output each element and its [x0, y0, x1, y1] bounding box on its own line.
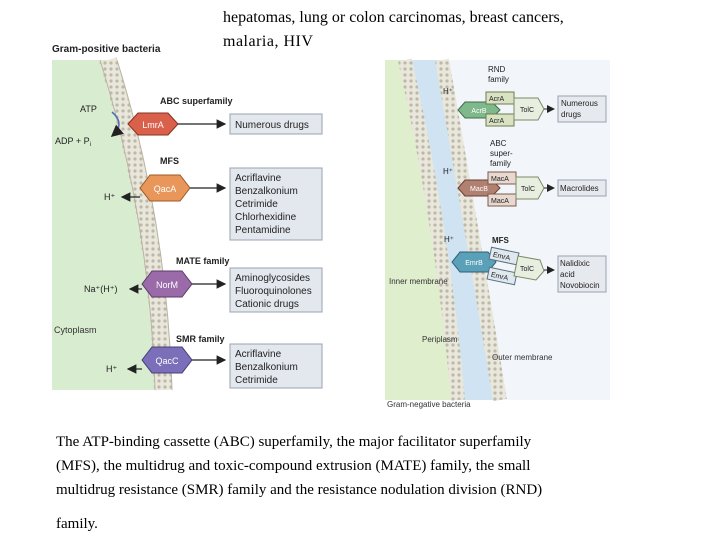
mate-substrate-box — [229, 267, 323, 313]
gn-abc-substrate-1: Macrolides — [560, 184, 599, 193]
mate-substrate-2: Fluoroquinolones — [235, 286, 312, 297]
mfs-substrate-4: Chlorhexidine — [235, 212, 297, 223]
gn-abc-label-1: ABC — [490, 139, 507, 148]
outer-membrane-label: Outer membrane — [492, 353, 553, 362]
gn-mfs-substrate-box — [557, 255, 607, 293]
inner-membrane — [398, 58, 465, 401]
emra-bottom — [486, 266, 518, 286]
gn-cytoplasm-region — [385, 60, 455, 400]
mfs-substrate-box — [229, 167, 323, 241]
maca-bottom — [487, 193, 517, 207]
mfs-substrate-2: Benzalkonium — [235, 186, 298, 197]
emra-top-label: EmrA — [492, 252, 511, 263]
maca-top-label: MacA — [491, 176, 509, 183]
rnd-substrate-1: Numerous — [561, 99, 598, 108]
acra-top-label: AcrA — [489, 96, 505, 103]
mfs-substrate-1: Acriflavine — [235, 173, 282, 184]
gn-mfs-substrate-1: Nalidixic — [560, 259, 590, 268]
tolc-rnd-label: TolC — [520, 107, 534, 114]
inner-membrane-label: Inner membrane — [389, 277, 448, 286]
acra-bottom-label: AcrA — [489, 118, 505, 125]
gn-abc-substrate-box — [557, 179, 607, 197]
tolc-mfs-label: TolC — [520, 266, 534, 273]
emra-bottom-label: EmrA — [490, 272, 509, 283]
qacc-label: QacC — [155, 356, 179, 366]
tolc-mfs — [513, 255, 545, 281]
rnd-family-label-1: RND — [488, 65, 506, 74]
atp-hydrolysis-arrow — [110, 111, 124, 137]
tolc-abc — [515, 176, 545, 200]
gn-mfs-label: MFS — [492, 236, 510, 245]
mfs-substrate-5: Pentamidine — [235, 225, 291, 236]
norm-label: NorM — [156, 280, 178, 290]
macb-label: MacB — [470, 186, 488, 193]
periplasm-label: Periplasm — [422, 335, 458, 344]
emrb-label: EmrB — [465, 260, 483, 267]
acrb-label: AcrB — [471, 108, 487, 115]
tolc-abc-label: TolC — [521, 186, 535, 193]
gn-mfs-substrate-2: acid — [560, 270, 575, 279]
mfs-substrate-3: Cetrimide — [235, 199, 278, 210]
mfs-family-label: MFS — [160, 156, 179, 166]
lmra-label: LmrA — [142, 120, 164, 130]
gn-abc-ion-label: H⁺ — [443, 167, 453, 176]
atp-label: ATP — [80, 104, 97, 114]
gn-mfs-substrate-3: Novobiocin — [560, 281, 600, 290]
abc-substrate-1: Numerous drugs — [235, 120, 309, 131]
tolc-rnd — [513, 97, 545, 121]
gram-positive-panel: Gram-positive bacteria Cytoplasm ABC sup… — [52, 44, 323, 391]
qaca-label: QacA — [154, 184, 177, 194]
gn-abc-label-2: super- — [490, 149, 513, 158]
gram-negative-title: Gram-negative bacteria — [387, 400, 471, 409]
emrb-transporter — [451, 251, 497, 273]
smr-substrate-1: Acriflavine — [235, 349, 282, 360]
adp-label: ADP + Pi — [55, 136, 91, 148]
rnd-substrate-box — [557, 95, 607, 123]
smr-family-label: SMR family — [176, 334, 225, 344]
cytoplasm-region — [52, 60, 165, 390]
abc-family-label: ABC superfamily — [160, 96, 233, 106]
cell-membrane — [99, 57, 172, 391]
gram-negative-panel: Inner membrane Periplasm Outer membrane … — [385, 58, 610, 409]
intro-text: hepatomas, lung or colon carcinomas, bre… — [223, 6, 693, 54]
abc-substrate-box — [229, 113, 323, 135]
smr-substrate-box — [229, 343, 323, 389]
rnd-family-label-2: family — [488, 75, 509, 84]
caption-line-4: family. — [56, 516, 98, 532]
maca-bottom-label: MacA — [491, 198, 509, 205]
gn-abc-label-3: family — [490, 159, 511, 168]
caption-line-2: (MFS), the multidrug and toxic-compound … — [56, 458, 531, 474]
cytoplasm-label: Cytoplasm — [54, 325, 97, 335]
rnd-substrate-2: drugs — [561, 110, 581, 119]
mate-family-label: MATE family — [176, 256, 229, 266]
figure-caption: The ATP-binding cassette (ABC) superfami… — [56, 430, 666, 536]
outer-membrane — [435, 58, 507, 402]
mate-ion-label: Na⁺(H⁺) — [84, 284, 118, 294]
gram-positive-title: Gram-positive bacteria — [52, 44, 161, 55]
smr-substrate-2: Benzalkonium — [235, 362, 298, 373]
caption-line-1: The ATP-binding cassette (ABC) superfami… — [56, 434, 532, 450]
mate-substrate-3: Cationic drugs — [235, 299, 299, 310]
intro-line-1: hepatomas, lung or colon carcinomas, bre… — [223, 9, 564, 26]
gn-mfs-ion-label: H⁺ — [444, 235, 454, 244]
rnd-ion-label: H⁺ — [443, 87, 453, 96]
smr-substrate-3: Cetrimide — [235, 375, 278, 386]
intro-line-2: malaria, HIV — [223, 33, 314, 50]
smr-ion-label: H⁺ — [106, 364, 117, 374]
caption-line-3: multidrug resistance (SMR) family and th… — [56, 482, 543, 498]
mate-substrate-1: Aminoglycosides — [235, 273, 310, 284]
mfs-ion-label: H⁺ — [104, 192, 115, 202]
